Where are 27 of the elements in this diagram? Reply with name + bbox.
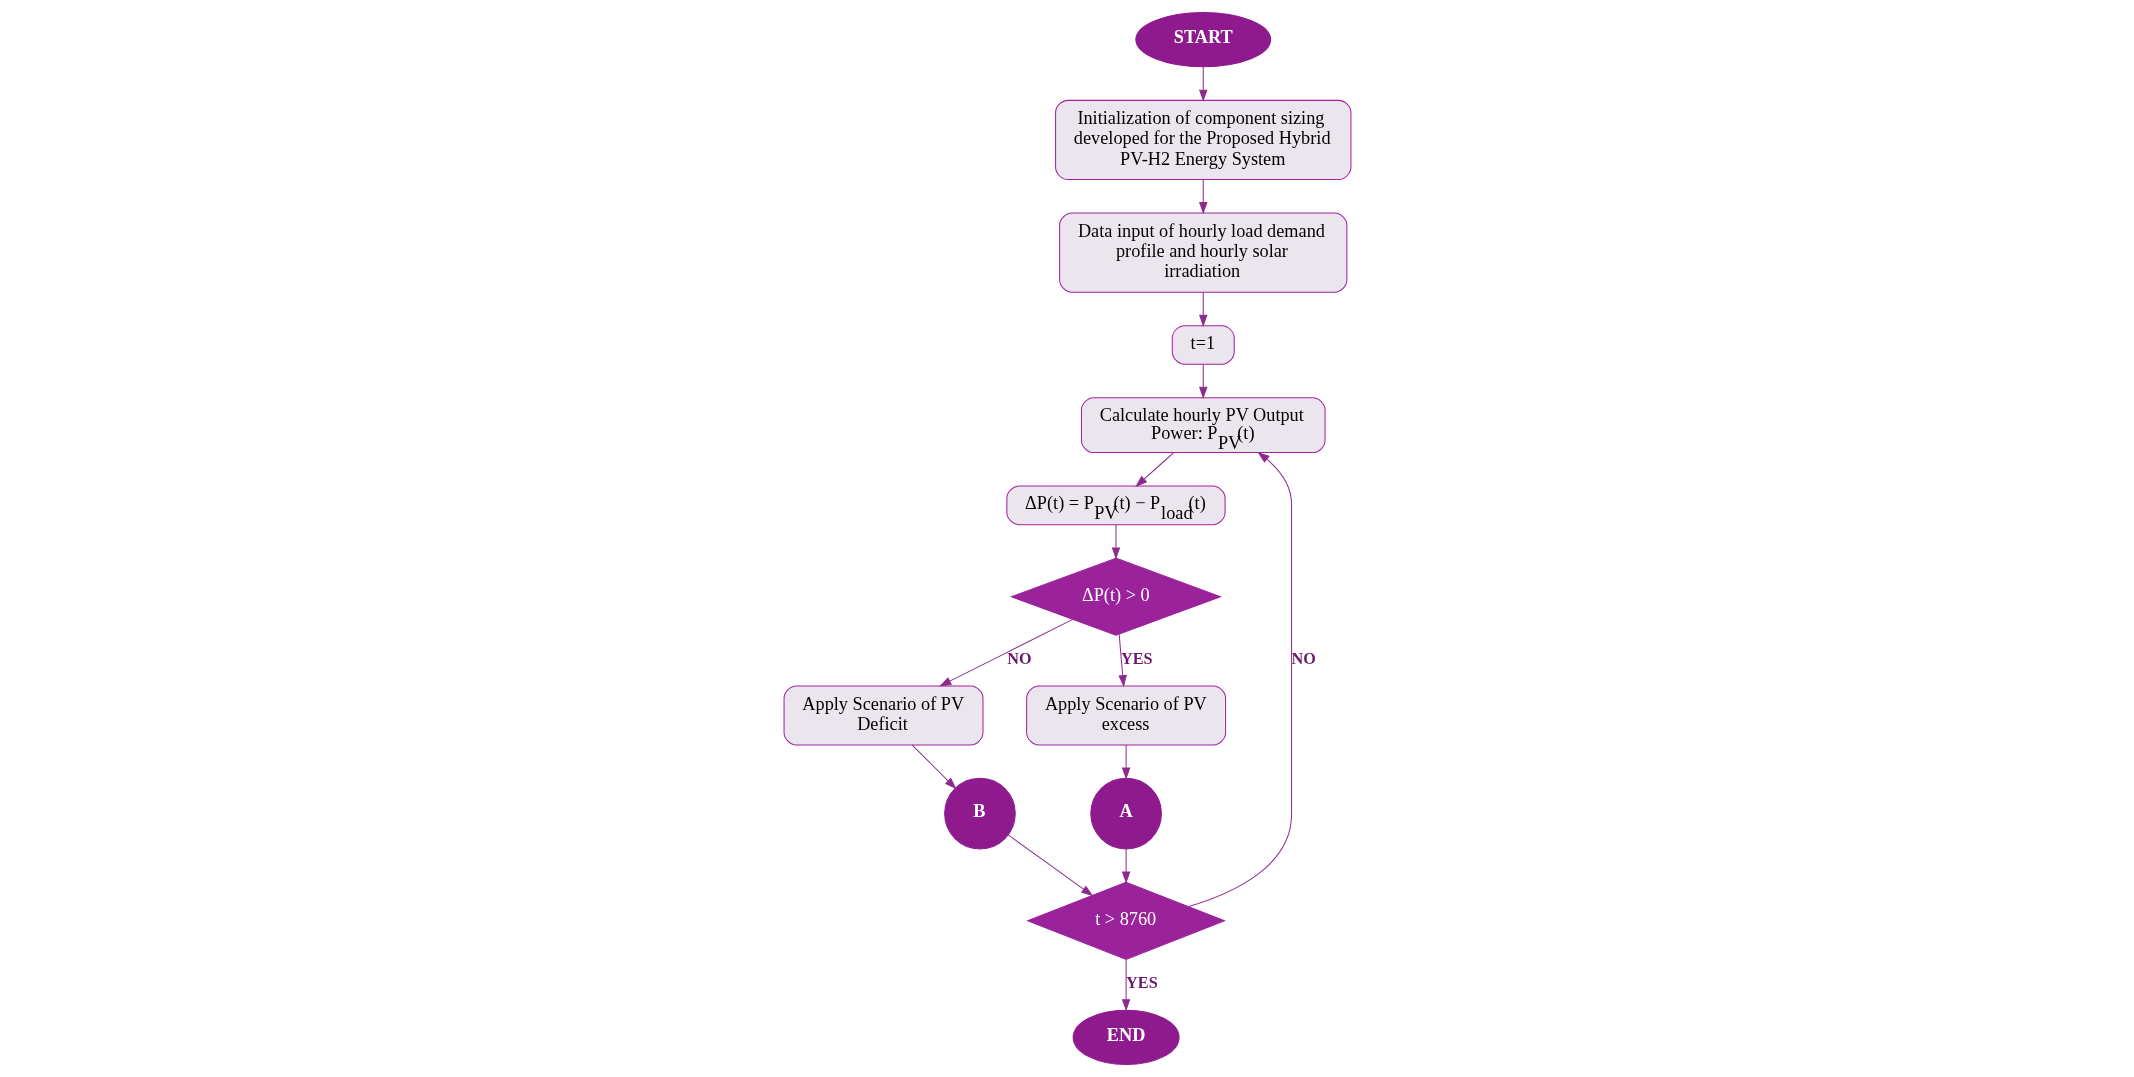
- arrow: [938, 618, 1073, 687]
- arrow: [1198, 66, 1208, 102]
- arrow: [1121, 959, 1130, 1012]
- node-box: Apply Scenario of PV Deficit: [783, 685, 983, 746]
- arrow: [1117, 633, 1127, 688]
- arrow: [1121, 848, 1130, 884]
- arrow: [1198, 291, 1208, 327]
- node-ellipse: END: [1072, 1009, 1180, 1066]
- edge-label: NO: [1006, 649, 1032, 668]
- arrow: [1198, 364, 1208, 400]
- edge-label: NO: [1291, 649, 1316, 668]
- node-diamond: t > 8760: [1025, 881, 1226, 960]
- arrow: [1007, 834, 1093, 897]
- arrow: [1121, 744, 1130, 780]
- node-box: Data input of hourly load demand profile and hourly solar irradiation: [1058, 212, 1347, 293]
- node-ellipse: START: [1134, 11, 1271, 68]
- arrow: [1134, 452, 1174, 488]
- arrow: [1111, 524, 1120, 560]
- node-diamond: ΔP(t) > 0: [1009, 557, 1222, 636]
- arrow: [1187, 451, 1292, 908]
- arrow: [911, 744, 957, 790]
- edge-label: YES: [1120, 649, 1153, 668]
- node-box: Apply Scenario of PV excess: [1025, 685, 1226, 746]
- node-circle: A: [1089, 777, 1162, 850]
- node-box: t=1: [1171, 325, 1235, 365]
- arrow: [1198, 179, 1208, 215]
- node-box: Initialization of component sizing developed for the Proposed Hybrid PV-H2 Energy System: [1054, 99, 1351, 181]
